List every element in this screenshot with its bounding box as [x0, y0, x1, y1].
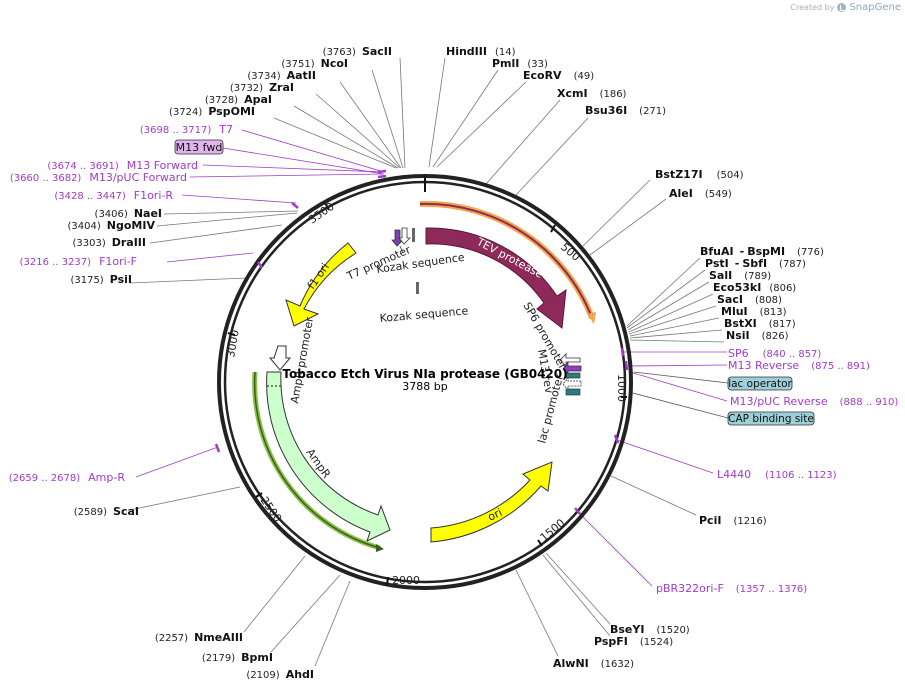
feature-sp6-promoter-arrow[interactable] [559, 353, 581, 367]
primer-leader-lines [135, 129, 728, 587]
site-label-bsu36i[interactable]: Bsu36I(271) [585, 104, 666, 117]
feature-lac-promoter-arrow[interactable] [562, 376, 582, 392]
tev-outer-arrowhead [587, 312, 596, 324]
site-label-pcii[interactable]: PciI(1216) [699, 514, 767, 527]
feature-t7-promoter-arrow[interactable] [391, 229, 404, 247]
primers-left: (3698 .. 3717)T7 M13 fwd (3674 .. 3691)M… [9, 123, 233, 484]
site-label-ahdi[interactable]: (2109)AhdI [246, 668, 314, 681]
tick-label: 1500 [538, 516, 568, 544]
site-label-ecorv[interactable]: EcoRV(49) [523, 69, 594, 82]
sites-left: (3763)SacII (3751)NcoI (3734)AatII (3732… [68, 45, 392, 681]
site-label-draiii[interactable]: (3303)DraIII [72, 236, 146, 249]
tick-label: 3000 [224, 329, 242, 359]
site-label-pspfi[interactable]: PspFI(1524) [594, 635, 673, 648]
primer-box-m13-fwd-label: M13 fwd [176, 141, 223, 154]
primer-label-pbr322ori-f[interactable]: pBR322ori-F(1357 .. 1376) [656, 582, 807, 595]
site-label-sali[interactable]: SalI(789) [709, 269, 771, 282]
feature-label-lac-promoter: lac promoter [535, 373, 566, 445]
snapgene-logo-icon [837, 3, 847, 12]
site-label-aatii[interactable]: (3734)AatII [247, 69, 316, 82]
feature-kozak-mark-2[interactable] [416, 282, 419, 294]
site-label-nmeaiii[interactable]: (2257)NmeAIII [155, 631, 243, 644]
primer-label-m13-reverse[interactable]: M13 Reverse(875 .. 891) [728, 359, 870, 372]
site-label-bseyi[interactable]: BseYI(1520) [610, 623, 690, 636]
site-label-bfuai[interactable]: BfuAI-BspMI(776) [700, 245, 824, 258]
primer-label-amp-r[interactable]: (2659 .. 2678)Amp-R [9, 471, 126, 484]
feature-box-cap-binding-site[interactable]: CAP binding site [727, 411, 815, 426]
sites-right: HindIII(14) PmlI(33) EcoRV(49) XcmI(186)… [446, 45, 824, 670]
plasmid-length: 3788 bp [402, 380, 447, 393]
primer-label-m13-forward[interactable]: (3674 .. 3691)M13 Forward [47, 159, 198, 172]
feature-tev-protease[interactable] [425, 227, 567, 329]
site-label-bpmi[interactable]: (2179)BpmI [202, 651, 273, 664]
primer-label-m13puc-forward[interactable]: (3660 .. 3682)M13/pUC Forward [10, 171, 187, 184]
site-label-nsii[interactable]: NsiI(826) [726, 329, 789, 342]
primer-label-t7[interactable]: (3698 .. 3717)T7 [140, 123, 233, 136]
site-label-saci[interactable]: SacI(808) [717, 293, 782, 306]
primer-label-m13puc-reverse[interactable]: M13/pUC Reverse(888 .. 910) [730, 395, 898, 408]
primer-label-sp6[interactable]: SP6(840 .. 857) [728, 347, 821, 360]
feature-box-lac-operator-label: lac operator [728, 378, 792, 390]
site-label-psp-omi[interactable]: (3724)PspOMI [169, 105, 255, 118]
t7-leader [399, 245, 404, 254]
site-label-zrai[interactable]: (3732)ZraI [230, 81, 294, 94]
site-label-sacii[interactable]: (3763)SacII [323, 45, 392, 58]
ampr-outer-arrowhead [376, 544, 384, 552]
feature-t7-promoter-white[interactable] [398, 227, 411, 245]
credit-text: Created by [790, 3, 835, 12]
tick-label: 2000 [392, 574, 420, 587]
feature-cap-site-mark[interactable] [565, 388, 581, 396]
site-label-ncoi[interactable]: (3751)NcoI [281, 57, 348, 70]
feature-kozak-mark-1[interactable] [412, 228, 415, 242]
feature-ori[interactable] [430, 461, 553, 543]
feature-ampr[interactable] [266, 371, 391, 542]
primer-label-f1ori-r[interactable]: (3428 .. 3447)F1ori-R [54, 189, 173, 202]
primer-marks [214, 169, 629, 515]
site-label-alei[interactable]: AleI(549) [669, 187, 732, 200]
feature-label-ampr-promoter: AmpR promoter [288, 316, 316, 405]
site-label-eco53ki[interactable]: Eco53kI(806) [713, 281, 796, 294]
site-label-scai[interactable]: (2589)ScaI [74, 505, 139, 518]
feature-label-ori: ori [486, 506, 504, 524]
feature-ampr-promoter[interactable] [268, 345, 292, 371]
site-label-xcmi[interactable]: XcmI(186) [557, 87, 627, 100]
site-label-naei[interactable]: (3406)NaeI [95, 207, 162, 220]
site-label-psti[interactable]: PstI-SbfI(787) [705, 257, 806, 270]
primer-label-l4440[interactable]: L4440(1106 .. 1123) [717, 468, 837, 481]
plasmid-title: Tobacco Etch Virus NIa protease (GB0420) [282, 367, 567, 381]
feature-label-kozak-2: Kozak sequence [379, 304, 469, 325]
feature-lac-operator-mark[interactable] [565, 372, 581, 379]
site-label-apai[interactable]: (3728)ApaI [205, 93, 272, 106]
site-label-pmli[interactable]: PmlI(33) [492, 57, 548, 70]
site-label-bstz17i[interactable]: BstZ17I(504) [655, 168, 744, 181]
feature-box-lac-operator[interactable]: lac operator [727, 376, 792, 391]
primer-box-m13-fwd[interactable]: M13 fwd [174, 139, 224, 155]
feature-box-cap-label: CAP binding site [728, 413, 814, 425]
tick-marks [227, 176, 627, 586]
feature-m13-rev-arrow[interactable] [562, 360, 582, 377]
site-label-psii[interactable]: (3175)PsiI [70, 273, 132, 286]
tick-label: 1000 [615, 374, 628, 402]
feature-f1-ori[interactable] [285, 242, 357, 327]
primer-label-f1ori-f[interactable]: (3216 .. 3237)F1ori-F [20, 255, 137, 268]
leader-lines [129, 57, 729, 667]
snapgene-credit[interactable]: Created by SnapGene [790, 2, 901, 13]
site-label-bstxi[interactable]: BstXI(817) [724, 317, 796, 330]
site-label-ngomiv[interactable]: (3404)NgoMIV [68, 219, 156, 232]
site-label-hindiii[interactable]: HindIII(14) [446, 45, 516, 58]
site-label-mlui[interactable]: MluI(813) [721, 305, 787, 318]
snapgene-brand: SnapGene [849, 2, 901, 13]
site-label-alwni[interactable]: AlwNI(1632) [553, 657, 634, 670]
primers-right: SP6(840 .. 857) M13 Reverse(875 .. 891) … [656, 347, 898, 595]
